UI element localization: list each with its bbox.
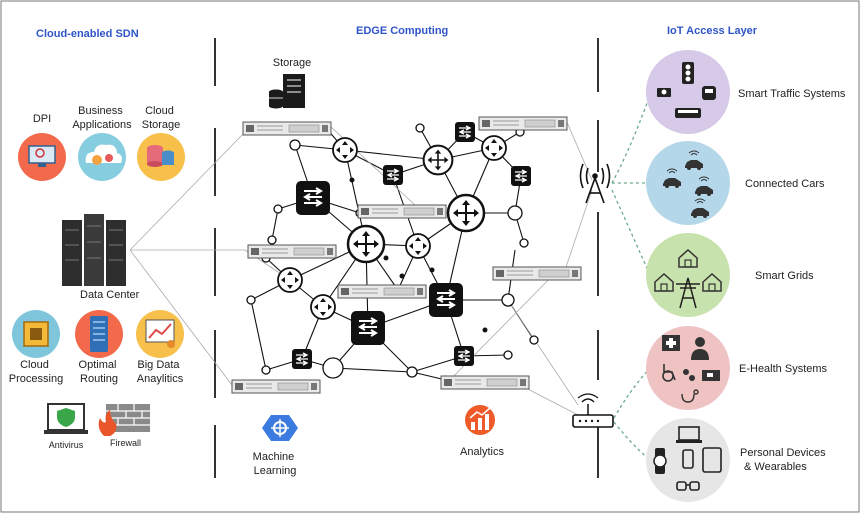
storage-label: Storage: [273, 57, 312, 69]
database-storage-icon: [269, 74, 305, 109]
datacenter-links: [129, 131, 246, 386]
shield-icon: [44, 403, 88, 434]
gears-cloud-icon: [78, 133, 126, 181]
dpi-label: DPI: [33, 113, 51, 125]
router-icon: [75, 310, 123, 358]
antivirus-label: Antivirus: [49, 440, 84, 450]
pills-icon: [683, 369, 695, 381]
brick-wall-icon: [106, 404, 150, 432]
analytics-icon: [465, 405, 495, 435]
watch-icon: [653, 448, 667, 474]
database-icon: [137, 133, 185, 181]
bus-icon: [675, 108, 701, 118]
firewall-label: Firewall: [110, 438, 141, 448]
section-dividers: [214, 38, 599, 478]
cars-circle: [646, 141, 730, 225]
monitor-icon: [18, 133, 66, 181]
cloud-storage-label: Cloud Storage: [142, 105, 181, 131]
data-center-label: Data Center: [80, 289, 140, 301]
ehealth-label: E-Health Systems: [739, 363, 828, 375]
hospital-icon: [662, 335, 680, 351]
chip-icon: [12, 310, 60, 358]
phone-icon: [682, 449, 694, 469]
smart-traffic-label: Smart Traffic Systems: [738, 88, 846, 100]
analytics-label: Analytics: [460, 446, 505, 458]
doctor-icon: [691, 337, 709, 360]
tablet-icon: [702, 447, 722, 473]
smart-grids-label: Smart Grids: [755, 270, 814, 282]
business-apps-label: Business Applications: [72, 105, 132, 131]
laptop-icon: [676, 426, 702, 443]
health-circle: [646, 326, 730, 410]
grids-circle: [646, 233, 730, 317]
personal-devices-label: Personal Devices & Wearables: [740, 447, 829, 473]
traffic-light-icon: [682, 62, 694, 84]
traffic-circle: [646, 50, 730, 134]
train-icon: [702, 86, 716, 100]
flame-icon: [98, 410, 117, 436]
header-cloud-sdn: Cloud-enabled SDN: [36, 28, 139, 40]
pylon-icon: [676, 277, 700, 309]
wheelchair-icon: [662, 364, 676, 382]
machine-learning-icon: [262, 415, 298, 441]
header-edge-computing: EDGE Computing: [356, 25, 448, 37]
optimal-routing-label: Optimal Routing: [79, 359, 120, 385]
big-data-label: Big Data Anaylitics: [137, 359, 184, 385]
glasses-icon: [676, 481, 700, 491]
chart-icon: [136, 310, 184, 358]
cloud-processing-label: Cloud Processing: [9, 359, 63, 385]
mesh-dots: [349, 177, 488, 333]
camera-icon: [657, 88, 671, 97]
server-rack-icon: [62, 214, 126, 286]
personal-circle: [646, 418, 730, 502]
wifi-router-icon: [572, 393, 614, 428]
machine-learning-label: Machine Learning: [253, 451, 298, 477]
ambulance-icon: [702, 370, 720, 381]
header-iot-access: IoT Access Layer: [667, 25, 758, 37]
cell-tower-icon: [579, 163, 611, 204]
stethoscope-icon: [681, 389, 699, 403]
connected-cars-label: Connected Cars: [745, 178, 825, 190]
